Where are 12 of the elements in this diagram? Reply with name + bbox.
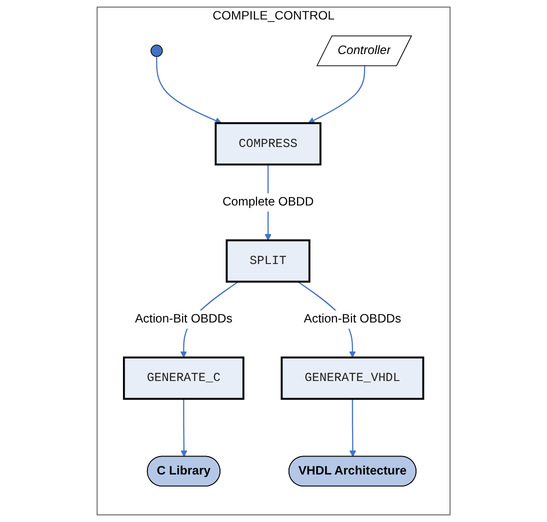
edge-label: Action-Bit OBDDs	[304, 312, 402, 326]
node-box: SPLIT	[226, 239, 310, 283]
arrow	[156, 56, 222, 124]
arrow	[308, 66, 366, 124]
edge-label: Complete OBDD	[222, 196, 314, 209]
node-box: COMPRESS	[214, 122, 322, 166]
arrow	[180, 398, 188, 457]
node-box: GENERATE_VHDL	[280, 356, 424, 400]
node-circle	[150, 44, 163, 57]
arrow	[349, 398, 356, 457]
node-box: GENERATE_C	[122, 356, 244, 400]
edge-label: Action-Bit OBDDs	[134, 312, 232, 326]
